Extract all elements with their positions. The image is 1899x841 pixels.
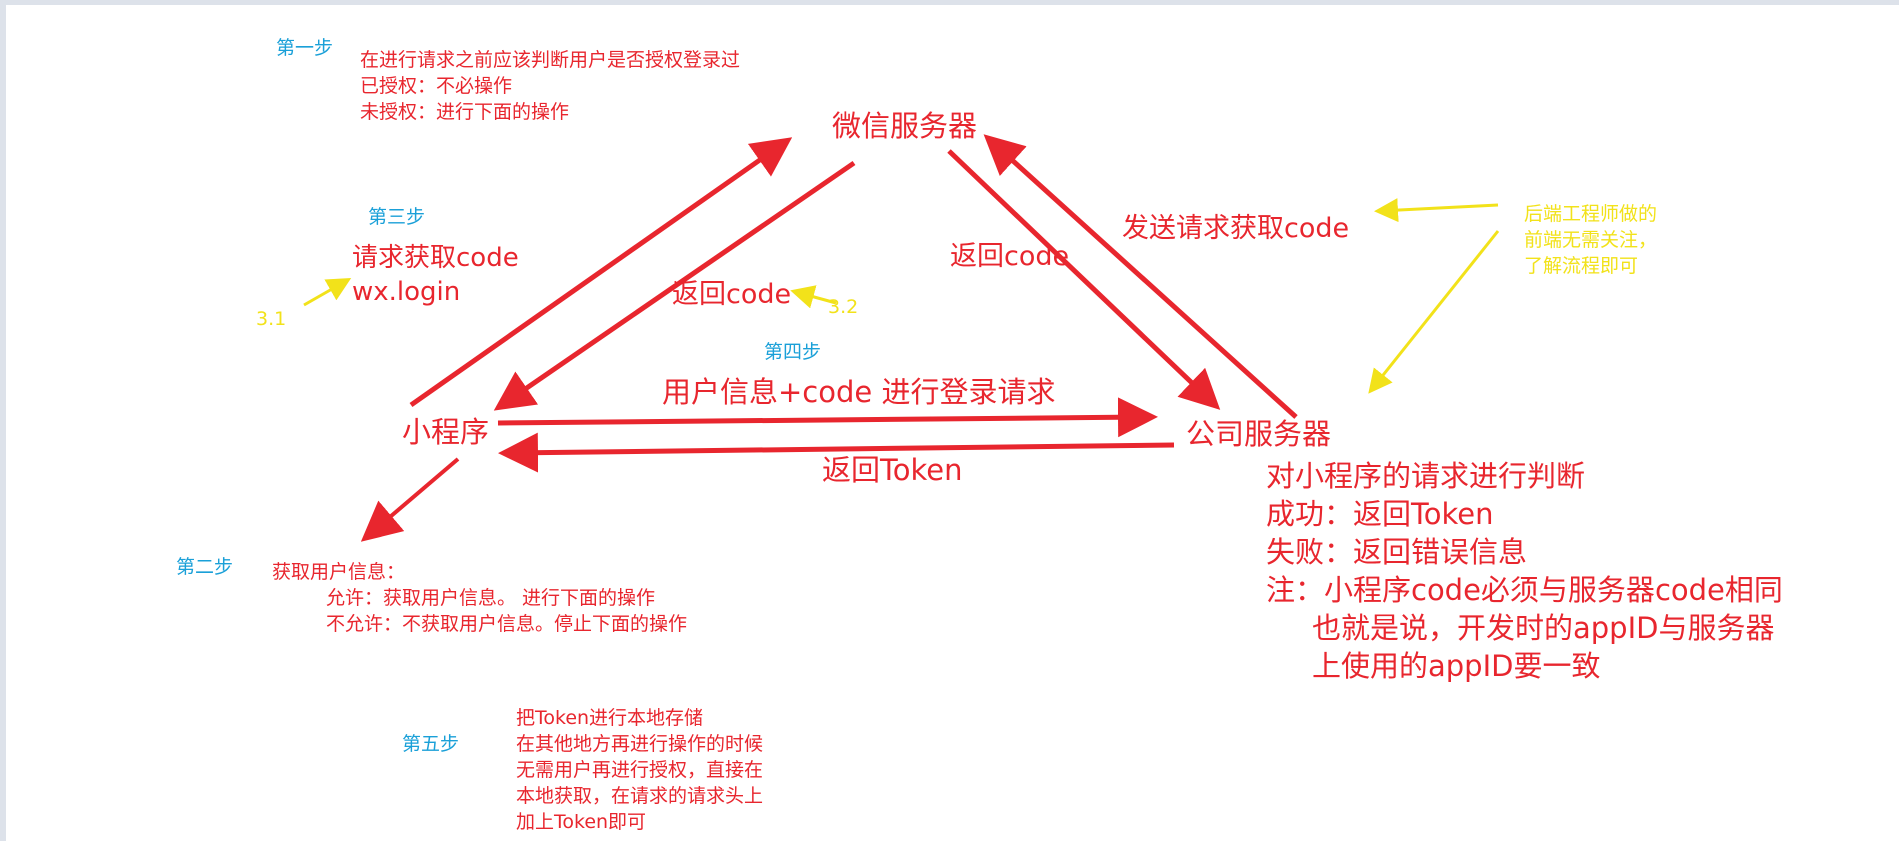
server-note-line: 也就是说，开发时的appID与服务器 bbox=[1312, 611, 1775, 645]
step5-label: 第五步 bbox=[402, 733, 460, 755]
node-mini-program: 小程序 bbox=[402, 415, 490, 449]
step2-label: 第二步 bbox=[176, 556, 234, 578]
yellow-arrow-3-2 bbox=[790, 285, 837, 309]
step4-label: 第四步 bbox=[764, 341, 822, 363]
edge-login-request: 用户信息+code 进行登录请求 bbox=[662, 375, 1056, 409]
step5-note-line: 本地获取，在请求的请求头上 bbox=[516, 785, 764, 807]
step3-label: 第三步 bbox=[368, 206, 426, 228]
arrow-layer bbox=[303, 134, 1500, 542]
yellow-arrow-backend-to-company bbox=[1368, 230, 1500, 394]
server-notes: 对小程序的请求进行判断 成功：返回Token 失败：返回错误信息 注：小程序co… bbox=[1266, 457, 1783, 685]
step2-title: 获取用户信息： bbox=[272, 561, 406, 583]
yellow-arrow-3-1 bbox=[303, 278, 352, 307]
backend-note: 后端工程师做的 前端无需关注， 了解流程即可 bbox=[1524, 201, 1657, 279]
edge-return-code-right: 返回code bbox=[950, 241, 1070, 272]
step1-note-line: 在进行请求之前应该判断用户是否授权登录过 bbox=[360, 49, 741, 71]
server-note-line: 注：小程序code必须与服务器code相同 bbox=[1266, 573, 1783, 607]
edge-return-token: 返回Token bbox=[822, 453, 963, 487]
server-note-line: 上使用的appID要一致 bbox=[1312, 649, 1601, 683]
node-company-server: 公司服务器 bbox=[1186, 417, 1332, 451]
arrow-miniprogram-to-company bbox=[497, 397, 1158, 438]
step3-note-line: wx.login bbox=[352, 277, 461, 307]
step1-note-line: 已授权：不必操作 bbox=[360, 75, 513, 97]
step5-note-line: 无需用户再进行授权，直接在 bbox=[516, 759, 764, 781]
step2-note-line: 允许：获取用户信息。 进行下面的操作 bbox=[326, 587, 656, 609]
backend-note-line: 前端无需关注， bbox=[1524, 229, 1658, 251]
step1-note: 在进行请求之前应该判断用户是否授权登录过 已授权：不必操作 未授权：进行下面的操… bbox=[360, 47, 740, 125]
step5-note-line: 加上Token即可 bbox=[516, 811, 647, 833]
step2-note: 允许：获取用户信息。 进行下面的操作 不允许：不获取用户信息。停止下面的操作 bbox=[326, 585, 687, 637]
step5-note-line: 把Token进行本地存储 bbox=[516, 707, 704, 729]
arrow-miniprogram-to-step2 bbox=[360, 457, 460, 542]
arrow-company-to-miniprogram bbox=[498, 432, 1175, 473]
server-note-line: 成功：返回Token bbox=[1266, 497, 1494, 531]
arrow-wechat-to-company bbox=[947, 149, 1221, 410]
arrow-company-to-wechat bbox=[983, 134, 1298, 419]
edge-return-code-left: 返回code bbox=[672, 279, 792, 310]
yellow-arrow-backend-to-request bbox=[1374, 198, 1499, 223]
step3-note-line: 请求获取code bbox=[352, 243, 519, 273]
label-3-1: 3.1 bbox=[256, 308, 287, 330]
step5-note: 把Token进行本地存储 在其他地方再进行操作的时候 无需用户再进行授权，直接在… bbox=[516, 705, 763, 835]
node-wechat-server: 微信服务器 bbox=[832, 109, 978, 143]
arrow-miniprogram-to-wechat bbox=[409, 137, 793, 408]
step5-note-line: 在其他地方再进行操作的时候 bbox=[516, 733, 764, 755]
server-note-line: 对小程序的请求进行判断 bbox=[1266, 459, 1586, 493]
step1-label: 第一步 bbox=[276, 37, 334, 59]
backend-note-line: 了解流程即可 bbox=[1524, 255, 1639, 277]
step2-note-line: 不允许：不获取用户信息。停止下面的操作 bbox=[326, 613, 688, 635]
step3-note: 请求获取code wx.login bbox=[352, 241, 519, 309]
arrow-wechat-to-miniprogram bbox=[493, 160, 856, 411]
server-note-line: 失败：返回错误信息 bbox=[1266, 535, 1528, 569]
label-3-2: 3.2 bbox=[828, 296, 859, 318]
backend-note-line: 后端工程师做的 bbox=[1524, 203, 1658, 225]
edge-send-request-code: 发送请求获取code bbox=[1122, 213, 1350, 244]
step1-note-line: 未授权：进行下面的操作 bbox=[360, 101, 570, 123]
